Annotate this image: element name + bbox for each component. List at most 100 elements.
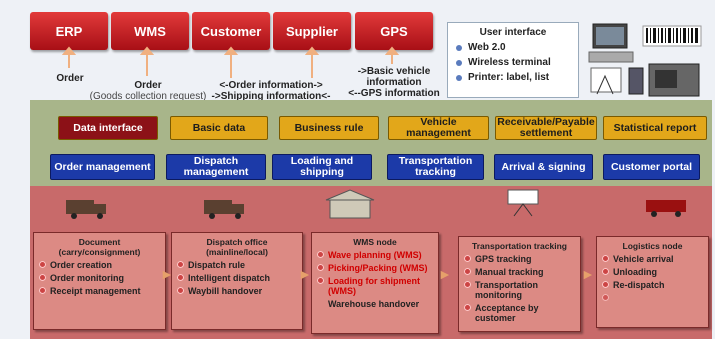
node-item-label: Order creation bbox=[50, 260, 113, 270]
arrow-bullet-icon bbox=[39, 261, 46, 268]
node-logistics: Logistics node Vehicle arrival Unloading… bbox=[596, 236, 709, 328]
ui-item: Web 2.0 bbox=[456, 42, 572, 53]
node-item: Wave planning (WMS) bbox=[317, 250, 433, 260]
handheld-icon bbox=[628, 67, 644, 95]
truck-icon bbox=[66, 200, 106, 219]
bullet-icon bbox=[456, 59, 462, 66]
node-dispatch-office: Dispatch office (mainline/local) Dispatc… bbox=[171, 232, 303, 330]
arrow-bullet-icon bbox=[602, 255, 609, 262]
node-item-label: Intelligent dispatch bbox=[188, 273, 271, 283]
container-truck-icon bbox=[646, 200, 686, 217]
module-statistical-report: Statistical report bbox=[603, 116, 707, 140]
module-transportation-tracking: Transportation tracking bbox=[387, 154, 484, 180]
module-loading-shipping: Loading and shipping bbox=[272, 154, 372, 180]
system-gps: GPS bbox=[355, 12, 433, 50]
node-item-label: Transportation monitoring bbox=[475, 280, 539, 300]
arrow-bullet-icon bbox=[39, 274, 46, 281]
system-erp: ERP bbox=[30, 12, 108, 50]
node-item: Warehouse handover bbox=[317, 299, 433, 309]
node-item-label: Picking/Packing (WMS) bbox=[328, 263, 428, 273]
node-item-label: Vehicle arrival bbox=[613, 254, 674, 264]
flow-main: Order bbox=[134, 80, 162, 91]
module-business-rule: Business rule bbox=[279, 116, 379, 140]
node-title: WMS node bbox=[353, 237, 397, 247]
module-vehicle-management: Vehicle management bbox=[388, 116, 489, 140]
truck-icon bbox=[204, 200, 244, 219]
node-wms: WMS node Wave planning (WMS) Picking/Pac… bbox=[311, 232, 439, 334]
node-item: Order creation bbox=[39, 260, 160, 270]
node-item: Transportation monitoring bbox=[464, 280, 575, 300]
bullet-icon bbox=[456, 74, 462, 81]
system-customer: Customer bbox=[192, 12, 270, 50]
module-basic-data: Basic data bbox=[170, 116, 268, 140]
node-title: Transportation tracking bbox=[472, 241, 567, 251]
module-row-support: Data interface Basic data Business rule … bbox=[58, 114, 710, 142]
warehouse-icon bbox=[325, 189, 375, 219]
user-interface-title: User interface bbox=[479, 27, 547, 38]
flow-arrow-icon: ► bbox=[438, 266, 452, 282]
node-title: Dispatch office (mainline/local) bbox=[206, 237, 268, 257]
module-dispatch-management: Dispatch management bbox=[166, 154, 266, 180]
node-title: Logistics node bbox=[622, 241, 683, 251]
flow-main: <-Order information-> bbox=[219, 80, 323, 91]
barcode-icon bbox=[642, 25, 702, 47]
node-item-label: Acceptance by customer bbox=[475, 303, 539, 323]
node-item-empty bbox=[602, 293, 703, 301]
ui-item: Wireless terminal bbox=[456, 57, 572, 68]
module-settlement: Receivable/Payable settlement bbox=[495, 116, 597, 140]
module-arrival-signing: Arrival & signing bbox=[494, 154, 593, 180]
flow-sub: <--GPS information bbox=[348, 88, 440, 99]
flow-arrow-icon: ► bbox=[298, 266, 312, 282]
gps-terminal-icon bbox=[590, 67, 622, 95]
node-item-label: Order monitoring bbox=[50, 273, 124, 283]
node-item-label: Receipt management bbox=[50, 286, 141, 296]
node-item: Vehicle arrival bbox=[602, 254, 703, 264]
ui-item: Printer: label, list bbox=[456, 72, 572, 83]
node-document: Document (carry/consignment) Order creat… bbox=[33, 232, 166, 330]
arrow-bullet-icon bbox=[464, 304, 471, 311]
ui-item-label: Printer: label, list bbox=[468, 72, 550, 83]
gps-device-icon bbox=[507, 189, 539, 217]
arrow-bullet-icon bbox=[317, 277, 324, 284]
flow-label-erp: Order bbox=[38, 73, 102, 84]
node-item: Acceptance by customer bbox=[464, 303, 575, 323]
computer-icon bbox=[588, 23, 634, 63]
node-item-label: GPS tracking bbox=[475, 254, 532, 264]
arrow-bullet-icon bbox=[317, 251, 324, 258]
node-item: GPS tracking bbox=[464, 254, 575, 264]
node-item-label: Unloading bbox=[613, 267, 657, 277]
node-item: Manual tracking bbox=[464, 267, 575, 277]
ui-item-label: Web 2.0 bbox=[468, 42, 506, 53]
flow-sub: ->Shipping information<- bbox=[211, 91, 331, 102]
bullet-icon bbox=[456, 44, 462, 51]
flow-label-wms: Order (Goods collection request) bbox=[72, 80, 224, 102]
node-item-label: Loading for shipment (WMS) bbox=[328, 276, 420, 296]
arrow-bullet-icon bbox=[602, 281, 609, 288]
node-item: Intelligent dispatch bbox=[177, 273, 297, 283]
arrow-bullet-icon bbox=[602, 294, 609, 301]
flow-main: Order bbox=[56, 73, 84, 84]
arrow-bullet-icon bbox=[317, 264, 324, 271]
system-supplier: Supplier bbox=[273, 12, 351, 50]
arrow-bullet-icon bbox=[602, 268, 609, 275]
module-customer-portal: Customer portal bbox=[603, 154, 700, 180]
flow-label-customer: <-Order information-> ->Shipping informa… bbox=[204, 80, 338, 102]
node-item-label: Re-dispatch bbox=[613, 280, 665, 290]
arrow-bullet-icon bbox=[39, 287, 46, 294]
module-row-business: Order management Dispatch management Loa… bbox=[50, 154, 710, 182]
node-title: Document (carry/consignment) bbox=[58, 237, 141, 257]
vehicle-illustrations bbox=[66, 189, 686, 219]
node-item-label: Warehouse handover bbox=[328, 299, 420, 309]
arrow-bullet-icon bbox=[464, 281, 471, 288]
arrow-bullet-icon bbox=[464, 268, 471, 275]
flow-label-gps: ->Basic vehicle information <--GPS infor… bbox=[346, 66, 442, 99]
node-item-label: Manual tracking bbox=[475, 267, 544, 277]
arrow-bullet-icon bbox=[177, 274, 184, 281]
node-item-label: Waybill handover bbox=[188, 286, 263, 296]
node-item: Receipt management bbox=[39, 286, 160, 296]
arrow-bullet-icon bbox=[177, 261, 184, 268]
node-item: Re-dispatch bbox=[602, 280, 703, 290]
node-item: Dispatch rule bbox=[177, 260, 297, 270]
node-item-label: Wave planning (WMS) bbox=[328, 250, 422, 260]
